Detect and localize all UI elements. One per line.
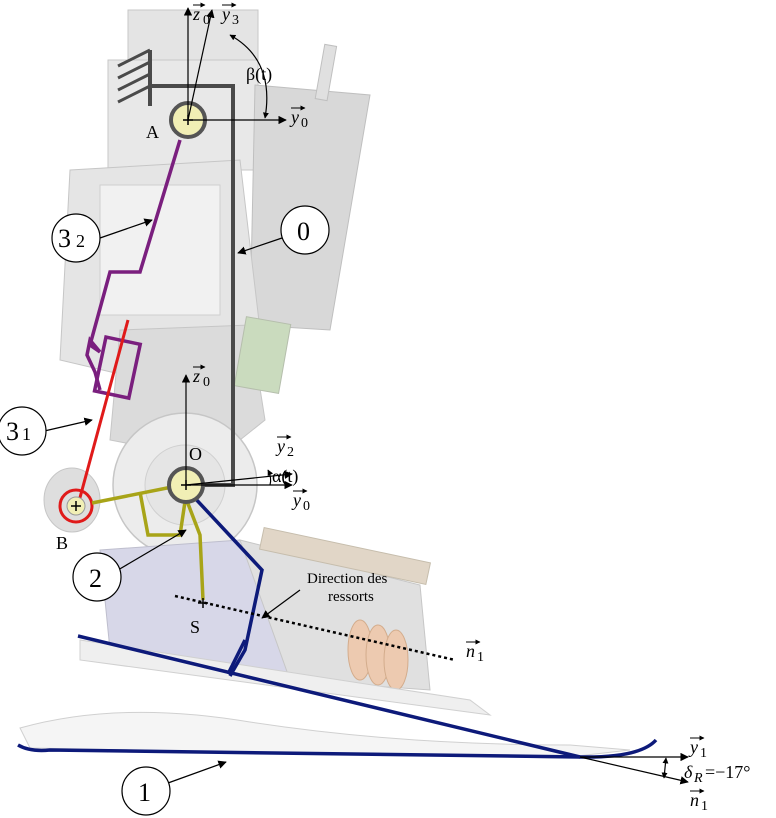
- point-B-label: B: [56, 533, 68, 553]
- leader-lines: [39, 218, 283, 784]
- vector-label-y3: y 3: [220, 2, 239, 28]
- svg-text:3: 3: [232, 13, 239, 28]
- label-part-3-1: 3 1: [0, 406, 47, 456]
- svg-text:Direction des: Direction des: [307, 571, 388, 587]
- svg-text:0: 0: [303, 499, 310, 514]
- angle-delta-label: δ R =−17°: [684, 762, 751, 786]
- svg-text:δ: δ: [684, 762, 693, 782]
- pivot-B: [66, 496, 86, 516]
- svg-text:ressorts: ressorts: [328, 589, 374, 605]
- svg-text:z: z: [192, 4, 200, 24]
- svg-text:y: y: [289, 107, 299, 127]
- point-S-label: S: [190, 617, 200, 637]
- svg-text:2: 2: [89, 564, 102, 593]
- point-O-label: O: [189, 444, 202, 464]
- svg-text:2: 2: [287, 445, 294, 460]
- svg-text:z: z: [192, 366, 200, 386]
- label-part-1: 1: [121, 766, 171, 816]
- axes-O: [181, 374, 293, 490]
- svg-text:y: y: [291, 490, 301, 510]
- svg-text:0: 0: [203, 13, 210, 28]
- svg-text:0: 0: [203, 375, 210, 390]
- axes-A: [183, 7, 287, 125]
- point-A-label: A: [146, 122, 159, 142]
- vector-label-y0-top: y 0: [289, 105, 308, 131]
- angle-beta-label: β(t): [246, 64, 272, 85]
- svg-text:0: 0: [301, 116, 308, 131]
- part-3-1-rod: [58, 319, 130, 524]
- svg-text:3: 3: [58, 224, 71, 253]
- svg-text:n: n: [690, 790, 699, 810]
- svg-text:2: 2: [76, 231, 85, 251]
- svg-text:y: y: [275, 436, 285, 456]
- svg-text:1: 1: [477, 650, 484, 665]
- svg-text:y: y: [688, 737, 698, 757]
- angle-alpha-label: α(t): [272, 466, 298, 487]
- spring-direction-annotation: Direction des ressorts: [307, 571, 388, 605]
- svg-text:n: n: [466, 641, 475, 661]
- svg-text:y: y: [220, 4, 230, 24]
- svg-text:3: 3: [6, 417, 19, 446]
- svg-text:R: R: [693, 771, 703, 786]
- spring-cluster: [347, 619, 409, 691]
- spring-direction-line: [174, 589, 456, 662]
- motor-body: [249, 43, 371, 331]
- svg-text:1: 1: [701, 799, 708, 814]
- vector-label-n1-bot: n 1: [690, 788, 708, 814]
- svg-text:1: 1: [700, 746, 707, 761]
- svg-text:0: 0: [297, 217, 310, 246]
- vector-label-n1-mid: n 1: [466, 639, 484, 665]
- label-part-2: 2: [72, 552, 122, 602]
- vector-label-y0-mid: y 0: [291, 488, 310, 514]
- vector-label-z0-mid: z 0: [192, 364, 210, 390]
- svg-text:=−17°: =−17°: [705, 762, 751, 782]
- vector-label-y1: y 1: [688, 735, 707, 761]
- vector-label-y2: y 2: [275, 434, 294, 460]
- svg-text:1: 1: [138, 778, 151, 807]
- svg-text:1: 1: [22, 424, 31, 444]
- vector-label-z0-top: z 0: [192, 2, 210, 28]
- axes-foot: [579, 752, 689, 785]
- label-part-3-2: 3 2: [51, 213, 101, 263]
- label-part-0: 0: [280, 205, 330, 255]
